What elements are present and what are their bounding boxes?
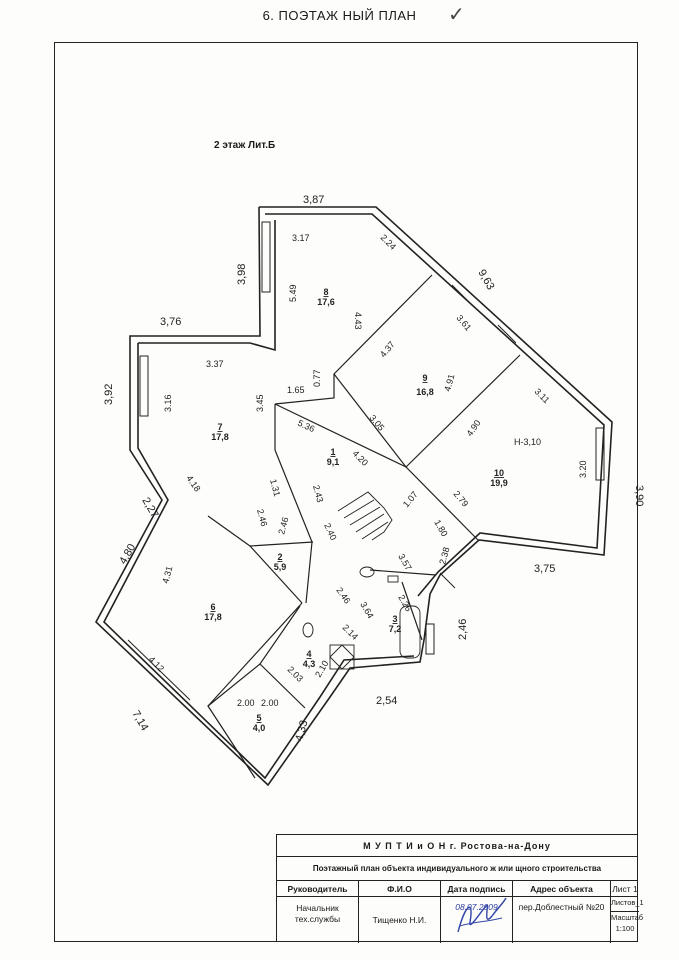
dim-label: 3,87 (303, 194, 324, 206)
date-header: Дата подпись (441, 881, 513, 897)
dim-label: 4.43 (353, 312, 363, 330)
dim-label: 3.45 (255, 394, 265, 412)
room-number: 10 (494, 468, 504, 478)
dim-label: 2.00 (261, 698, 279, 708)
scale-value: 1:100 (615, 924, 635, 933)
room-number: 8 (323, 287, 328, 297)
dim-label: 3.20 (578, 460, 588, 478)
windows (127, 221, 605, 701)
room-area: 17,8 (211, 432, 229, 442)
sheets-count: Листов_1 (611, 898, 644, 907)
room-number: 6 (210, 602, 215, 612)
dim-label: 4.20 (351, 448, 370, 467)
dim-label: 3.11 (533, 386, 552, 405)
dim-label: 4.90 (464, 418, 482, 438)
dim-label: 2,54 (376, 695, 397, 707)
room-area: 4,0 (253, 723, 266, 733)
interior-walls (207, 274, 521, 779)
room-number: 9 (422, 373, 427, 383)
room-area: 19,9 (490, 478, 508, 488)
room-area: 4,3 (303, 659, 316, 669)
dim-label: 2.00 (237, 698, 255, 708)
dim-label: 4.37 (378, 339, 397, 359)
dim-label: 2.38 (437, 546, 451, 566)
dim-label: 1.07 (401, 489, 420, 509)
dim-label: 3,92 (103, 384, 115, 405)
dim-label: 2,27 (139, 496, 160, 521)
room-number: 1 (330, 447, 335, 457)
dim-label: 2.46 (334, 585, 352, 605)
stamp-header-row: Руководитель Ф.И.О Дата подпись Адрес об… (277, 881, 638, 897)
dim-label: 4,33 (293, 719, 310, 743)
dim-label: 5.36 (296, 418, 316, 434)
dim-label: 2.10 (313, 659, 330, 679)
dim-label: 3.05 (367, 413, 386, 433)
page-title: 6. ПОЭТАЖ НЫЙ ПЛАН (262, 8, 417, 23)
room-area: 5,9 (274, 562, 287, 572)
dim-label: 3.57 (396, 552, 413, 572)
room-number: 3 (392, 614, 397, 624)
fixtures (302, 566, 421, 670)
dim-label: 3,75 (534, 563, 555, 575)
room-area: 17,6 (317, 297, 335, 307)
dim-label: 4.12 (147, 654, 166, 673)
dim-label: 3.16 (163, 394, 173, 412)
dim-label: 4.31 (160, 565, 174, 585)
address-value: пер.Доблестный №20 (513, 897, 611, 943)
dim-label: 1.65 (287, 385, 305, 395)
staircase (337, 491, 393, 541)
dim-label: 2.46 (276, 516, 290, 536)
sheets-block: Листов_1 Масштаб 1:100 (611, 897, 644, 943)
dim-label: 1.31 (268, 478, 282, 498)
room-area: 17,8 (204, 612, 222, 622)
dim-label: 2.43 (311, 484, 325, 504)
scale-label: Масштаб (611, 911, 644, 922)
sheet-label: Лист 1 (612, 884, 638, 894)
dim-label: 3,90 (633, 485, 645, 506)
fio-value: Тищенко Н.И. (359, 897, 441, 943)
dim-label: 3.37 (206, 359, 224, 369)
role-value: Начальник тех.службы (277, 897, 359, 943)
dim-label: 5.49 (288, 284, 298, 302)
height-note: Н-3,10 (514, 437, 541, 447)
role-header: Руководитель (277, 881, 359, 897)
dim-label: 3,76 (160, 316, 181, 328)
room-number: 2 (277, 552, 282, 562)
address-header: Адрес объекта (513, 881, 611, 897)
dim-label: 3.61 (454, 313, 473, 333)
dim-label: 0.77 (312, 369, 322, 387)
room-number: 4 (306, 649, 311, 659)
date-value: 08.07.2009 (441, 897, 513, 943)
dim-label: 9,63 (475, 268, 496, 293)
org-name: М У П Т И и О Н г. Ростова-на-Дону (277, 835, 637, 857)
outer-walls (95, 206, 613, 787)
stamp-value-row: Начальник тех.службы Тищенко Н.И. 08.07.… (277, 897, 644, 943)
dim-label: 2,46 (457, 619, 469, 640)
dim-label: 3.17 (292, 233, 310, 243)
floor-label: 2 этаж Лит.Б (214, 140, 276, 151)
dim-label: 2.14 (341, 622, 360, 641)
dim-label: 3.64 (358, 600, 375, 620)
object-description: Поэтажный план объекта индивидуального ж… (277, 857, 637, 881)
room-area: 9,1 (327, 457, 340, 467)
room-area: 7,2 (389, 624, 402, 634)
room-number: 7 (217, 422, 222, 432)
fio-header: Ф.И.О (359, 881, 441, 897)
room-number: 5 (256, 713, 261, 723)
dim-label: 1.80 (432, 518, 449, 538)
dim-label: 3,98 (236, 264, 248, 285)
signature-icon (457, 897, 507, 933)
dim-label: 7,14 (129, 709, 150, 734)
title-block: М У П Т И и О Н г. Ростова-на-Дону Поэта… (276, 834, 644, 943)
dim-label: 2.40 (322, 522, 338, 542)
dim-label: 4.18 (184, 473, 202, 493)
dim-label: 2.79 (451, 489, 470, 509)
room-area: 16,8 (416, 387, 434, 397)
dim-label: 4.91 (442, 373, 456, 393)
checkmark-icon: ✓ (448, 4, 465, 26)
dim-label: 2.46 (255, 508, 269, 528)
